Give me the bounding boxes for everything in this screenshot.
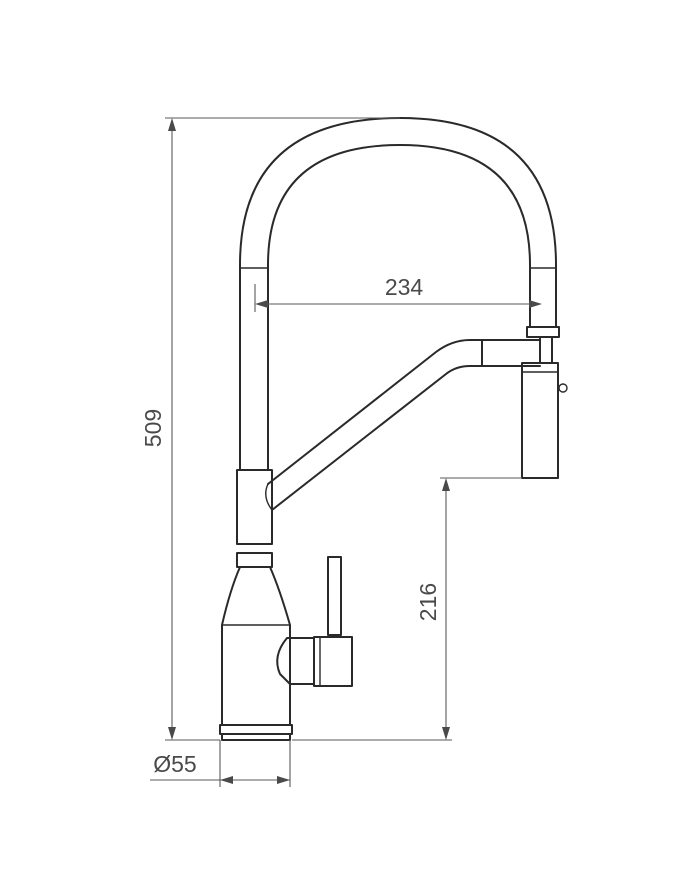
total-height-label: 509 bbox=[140, 409, 166, 447]
dimension-reach: 234 bbox=[254, 274, 542, 312]
spray-head bbox=[521, 326, 568, 479]
reach-label: 234 bbox=[385, 274, 424, 300]
body-lower bbox=[221, 566, 291, 726]
dimension-total-height: 509 bbox=[140, 117, 400, 741]
dimension-spout-height: 216 bbox=[292, 477, 522, 741]
base-ring bbox=[219, 724, 293, 741]
base-diameter-label: Ø55 bbox=[153, 751, 196, 777]
secondary-spout bbox=[265, 339, 541, 511]
faucet-outline bbox=[219, 117, 568, 741]
lever-handle bbox=[276, 556, 353, 687]
body-column bbox=[236, 469, 273, 568]
spout-height-label: 216 bbox=[415, 583, 441, 621]
dimension-base-diameter: Ø55 bbox=[150, 740, 291, 787]
gooseneck-inner bbox=[267, 144, 531, 471]
